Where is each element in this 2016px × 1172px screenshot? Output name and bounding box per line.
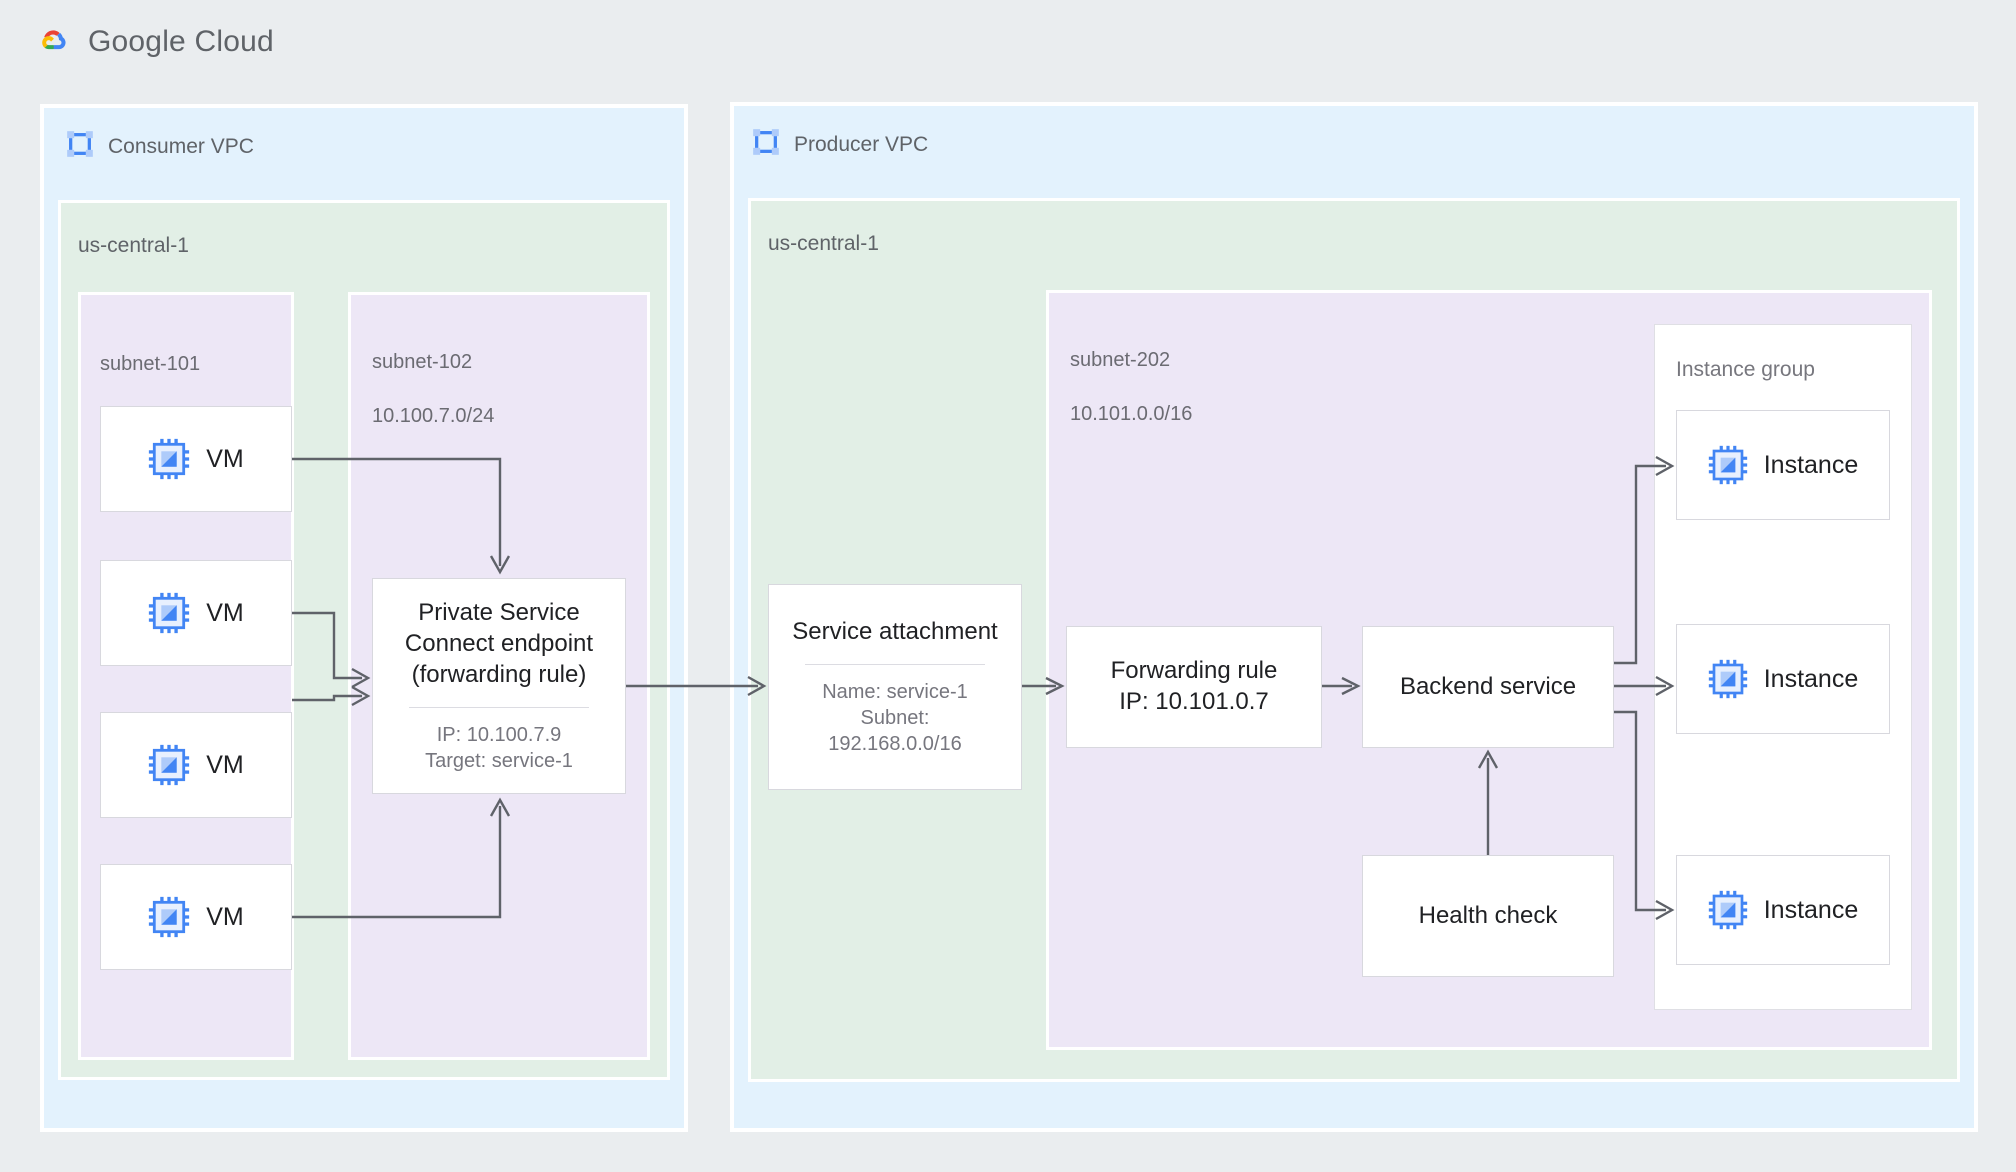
vm-node-2[interactable]: VM xyxy=(100,560,292,666)
google-cloud-logo-icon xyxy=(28,22,74,62)
vm-chip-icon xyxy=(148,592,190,634)
service-attachment-divider xyxy=(804,663,986,665)
brand-title: Google Cloud xyxy=(88,25,274,59)
psc-endpoint-details: IP: 10.100.7.9 Target: service-1 xyxy=(425,723,573,772)
instance-group-label: Instance group xyxy=(1676,358,1815,381)
vm-chip-icon xyxy=(148,896,190,938)
instance-node-2[interactable]: Instance xyxy=(1676,624,1890,734)
producer-vpc-title: Producer VPC xyxy=(794,132,929,156)
producer-vpc-header: Producer VPC xyxy=(752,128,928,161)
subnet-102-label: subnet-102 10.100.7.0/24 xyxy=(372,322,494,430)
psc-endpoint-divider xyxy=(408,706,590,708)
vm-label-3: VM xyxy=(206,750,244,779)
producer-region-label: us-central-1 xyxy=(768,232,879,255)
vm-label-2: VM xyxy=(206,598,244,627)
vm-chip-icon xyxy=(148,438,190,480)
vm-chip-icon xyxy=(1708,890,1748,930)
vm-node-4[interactable]: VM xyxy=(100,864,292,970)
subnet-101-name: subnet-101 xyxy=(100,353,201,375)
backend-service-title: Backend service xyxy=(1399,672,1577,700)
brand-header: Google Cloud xyxy=(28,22,274,62)
instance-node-1[interactable]: Instance xyxy=(1676,410,1890,520)
service-attachment-details: Name: service-1 Subnet: 192.168.0.0/16 xyxy=(822,680,968,755)
vpc-network-icon xyxy=(66,130,94,163)
instance-label-3: Instance xyxy=(1763,895,1859,924)
consumer-region-label: us-central-1 xyxy=(78,234,189,257)
service-attachment-title: Service attachment xyxy=(792,618,998,646)
instance-node-3[interactable]: Instance xyxy=(1676,855,1890,965)
subnet-102-name: subnet-102 xyxy=(372,351,473,373)
psc-endpoint-node[interactable]: Private Service Connect endpoint (forwar… xyxy=(372,578,626,794)
instance-label-2: Instance xyxy=(1763,664,1859,693)
forwarding-rule-title: Forwarding rule IP: 10.101.0.7 xyxy=(1110,657,1278,715)
health-check-title: Health check xyxy=(1418,901,1558,929)
vm-chip-icon xyxy=(1708,445,1748,485)
consumer-vpc-title: Consumer VPC xyxy=(108,134,254,158)
vm-node-3[interactable]: VM xyxy=(100,712,292,818)
vm-node-1[interactable]: VM xyxy=(100,406,292,512)
forwarding-rule-node[interactable]: Forwarding rule IP: 10.101.0.7 xyxy=(1066,626,1322,748)
subnet-202-label: subnet-202 10.101.0.0/16 xyxy=(1070,320,1192,428)
vm-chip-icon xyxy=(148,744,190,786)
vpc-network-icon xyxy=(752,128,780,161)
subnet-202-name: subnet-202 xyxy=(1070,349,1171,371)
vm-chip-icon xyxy=(1708,659,1748,699)
vm-label-4: VM xyxy=(206,902,244,931)
vm-label-1: VM xyxy=(206,444,244,473)
subnet-102-cidr: 10.100.7.0/24 xyxy=(372,405,495,427)
health-check-node[interactable]: Health check xyxy=(1362,855,1614,977)
psc-endpoint-title: Private Service Connect endpoint (forwar… xyxy=(404,599,594,688)
consumer-vpc-header: Consumer VPC xyxy=(66,130,254,163)
subnet-202-cidr: 10.101.0.0/16 xyxy=(1070,403,1193,425)
backend-service-node[interactable]: Backend service xyxy=(1362,626,1614,748)
instance-label-1: Instance xyxy=(1763,450,1859,479)
service-attachment-node[interactable]: Service attachment Name: service-1 Subne… xyxy=(768,584,1022,790)
brand-word-cloud: Cloud xyxy=(194,25,274,58)
brand-word-google: Google xyxy=(88,25,186,58)
